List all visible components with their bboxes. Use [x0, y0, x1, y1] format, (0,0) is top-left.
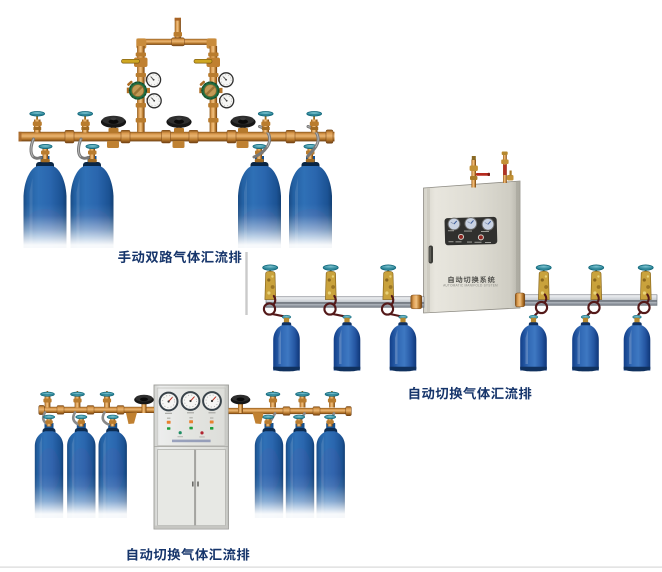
svg-text:AUTOMATIC MANIFOLD SYSTEM: AUTOMATIC MANIFOLD SYSTEM	[443, 284, 498, 288]
